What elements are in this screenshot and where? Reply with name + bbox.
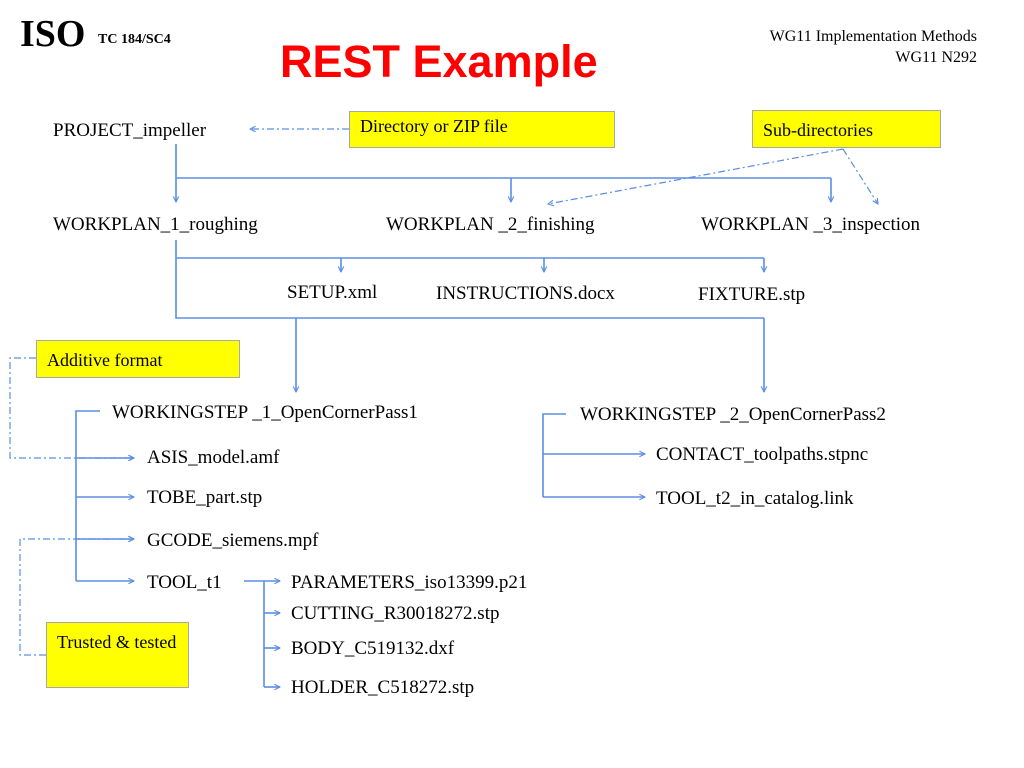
node-body: BODY_C519132.dxf [291, 638, 455, 659]
connector-workplan1-steps [175, 258, 764, 319]
node-workingstep-2: WORKINGSTEP _2_OpenCornerPass2 [580, 404, 886, 425]
node-workingstep-1: WORKINGSTEP _1_OpenCornerPass1 [112, 402, 418, 423]
iso-logo: ISO [20, 13, 86, 55]
node-holder: HOLDER_C518272.stp [291, 677, 475, 698]
leader-additive-format [9, 357, 134, 458]
header-meta: WG11 Implementation Methods WG11 N292 [770, 26, 977, 68]
node-instructions-file: INSTRUCTIONS.docx [436, 283, 615, 304]
node-tobe-part: TOBE_part.stp [147, 487, 263, 508]
node-tool-t2-link: TOOL_t2_in_catalog.link [656, 488, 854, 509]
node-contact-toolpaths: CONTACT_toolpaths.stpnc [656, 444, 869, 465]
leader-trusted-tested [19, 539, 134, 656]
note-additive-format: Additive format [36, 340, 240, 378]
node-tool-t1: TOOL_t1 [147, 572, 222, 593]
page-title: REST Example [280, 36, 598, 87]
node-setup-file: SETUP.xml [287, 282, 378, 303]
connector-ws1-bracket [75, 410, 100, 581]
note-directory-zip: Directory or ZIP file [349, 111, 615, 148]
node-cutting: CUTTING_R30018272.stp [291, 603, 500, 624]
node-project: PROJECT_impeller [53, 120, 207, 141]
node-parameters: PARAMETERS_iso13399.p21 [291, 572, 528, 593]
note-sub-directories: Sub-directories [752, 110, 941, 148]
connector-project-workplans [175, 144, 831, 179]
node-gcode: GCODE_siemens.mpf [147, 530, 319, 551]
leader-sub-directories-1 [548, 148, 844, 204]
header-meta-line2: WG11 N292 [895, 49, 977, 66]
node-asis-model: ASIS_model.amf [147, 447, 280, 468]
header-meta-line1: WG11 Implementation Methods [769, 28, 977, 45]
note-trusted-tested: Trusted & tested [46, 622, 189, 688]
committee-label: TC 184/SC4 [98, 32, 171, 47]
leader-sub-directories-2 [842, 148, 878, 204]
node-workplan-1: WORKPLAN_1_roughing [53, 214, 258, 235]
node-workplan-3: WORKPLAN _3_inspection [701, 214, 921, 235]
connector-ws2-bracket [542, 413, 566, 497]
node-workplan-2: WORKPLAN _2_finishing [386, 214, 595, 235]
node-fixture-file: FIXTURE.stp [698, 284, 806, 305]
connector-workplan1-files [175, 240, 764, 259]
